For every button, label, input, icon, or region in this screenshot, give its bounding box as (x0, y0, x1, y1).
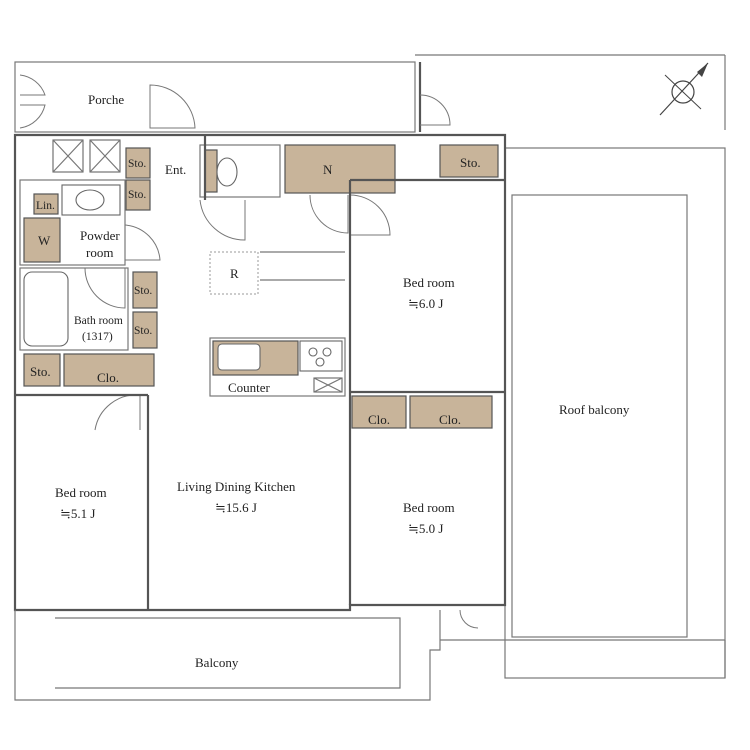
bed3-name-label: Bed room (403, 500, 455, 515)
bath-label-2: (1317) (82, 331, 113, 343)
porch-door-swing-1 (19, 74, 46, 96)
bed2-closet (63, 353, 155, 387)
washer-space (23, 217, 61, 263)
powder-label-2: room (86, 245, 113, 260)
balcony-label: Balcony (195, 655, 239, 670)
entrance-label: Ent. (165, 162, 186, 177)
toilet-fixture (216, 157, 238, 187)
bed1-size-label: ≒6.0 J (408, 296, 443, 311)
bed1-storage (439, 144, 499, 178)
bed3-closet-2 (409, 395, 493, 429)
porch-outline (14, 61, 416, 133)
shoe-storage (284, 144, 396, 194)
kitchen-counter (209, 337, 346, 397)
bed2-door-swing (94, 394, 141, 431)
balcony-door-swing (459, 609, 479, 629)
cooktop (299, 340, 343, 372)
bed2-storage (23, 353, 61, 387)
basin (75, 189, 105, 211)
bed1-door-swing (349, 194, 391, 236)
entry-door-swing (149, 84, 196, 129)
compass-icon (659, 62, 709, 116)
bed2-closet-label: Clo. (97, 370, 119, 385)
ldk-size-label: ≒15.6 J (215, 500, 257, 515)
bed2-storage-label: Sto. (30, 364, 51, 379)
linen-label: Lin. (36, 200, 55, 212)
bed2-name-label: Bed room (55, 485, 107, 500)
toilet-room (199, 144, 281, 198)
hall-door-swing (309, 194, 349, 234)
bed1-storage-label: Sto. (460, 155, 481, 170)
bed3-closet-1-label: Clo. (368, 412, 390, 427)
bed2-size-label: ≒5.1 J (60, 506, 95, 521)
powder-label-1: Powder (80, 228, 120, 243)
porch-label: Porche (88, 92, 124, 107)
roof-balcony-label: Roof balcony (559, 402, 630, 417)
washer-label: W (38, 233, 51, 248)
powder-door-swing (124, 224, 161, 261)
entrance-storage-1-label: Sto. (128, 158, 146, 170)
porch-door-swing-2 (19, 104, 46, 129)
balcony-inner (55, 617, 401, 689)
bath-door-swing (84, 267, 126, 309)
toilet-door-swing (199, 199, 246, 241)
bed3-size-label: ≒5.0 J (408, 521, 443, 536)
bath-room-outline (19, 267, 129, 351)
porch-gate-swing (419, 94, 451, 126)
toilet-storage (204, 149, 218, 193)
hall-storage-1-label: Sto. (134, 285, 152, 297)
hall-storage-1 (132, 271, 158, 309)
fridge-label: R (230, 266, 239, 281)
ldk-name-label: Living Dining Kitchen (177, 479, 296, 494)
bed1-name-label: Bed room (403, 275, 455, 290)
fridge-space (209, 251, 259, 295)
bathtub (23, 271, 69, 347)
hall-storage-2 (132, 311, 158, 349)
bed3-closet-1 (351, 395, 407, 429)
roof-balcony-inner (511, 194, 688, 638)
bed3-closet-2-label: Clo. (439, 412, 461, 427)
entrance-storage-2 (125, 179, 151, 211)
entrance-storage-1 (125, 147, 151, 179)
bath-label-1: Bath room (74, 315, 123, 327)
counter-label: Counter (228, 380, 271, 395)
hall-storage-2-label: Sto. (134, 325, 152, 337)
linen-storage (33, 193, 59, 215)
kitchen-sink (217, 343, 261, 371)
entrance-storage-2-label: Sto. (128, 189, 146, 201)
balcony-outline (14, 610, 441, 701)
shoe-storage-label: N (323, 162, 333, 177)
powder-room-outline (19, 179, 126, 266)
